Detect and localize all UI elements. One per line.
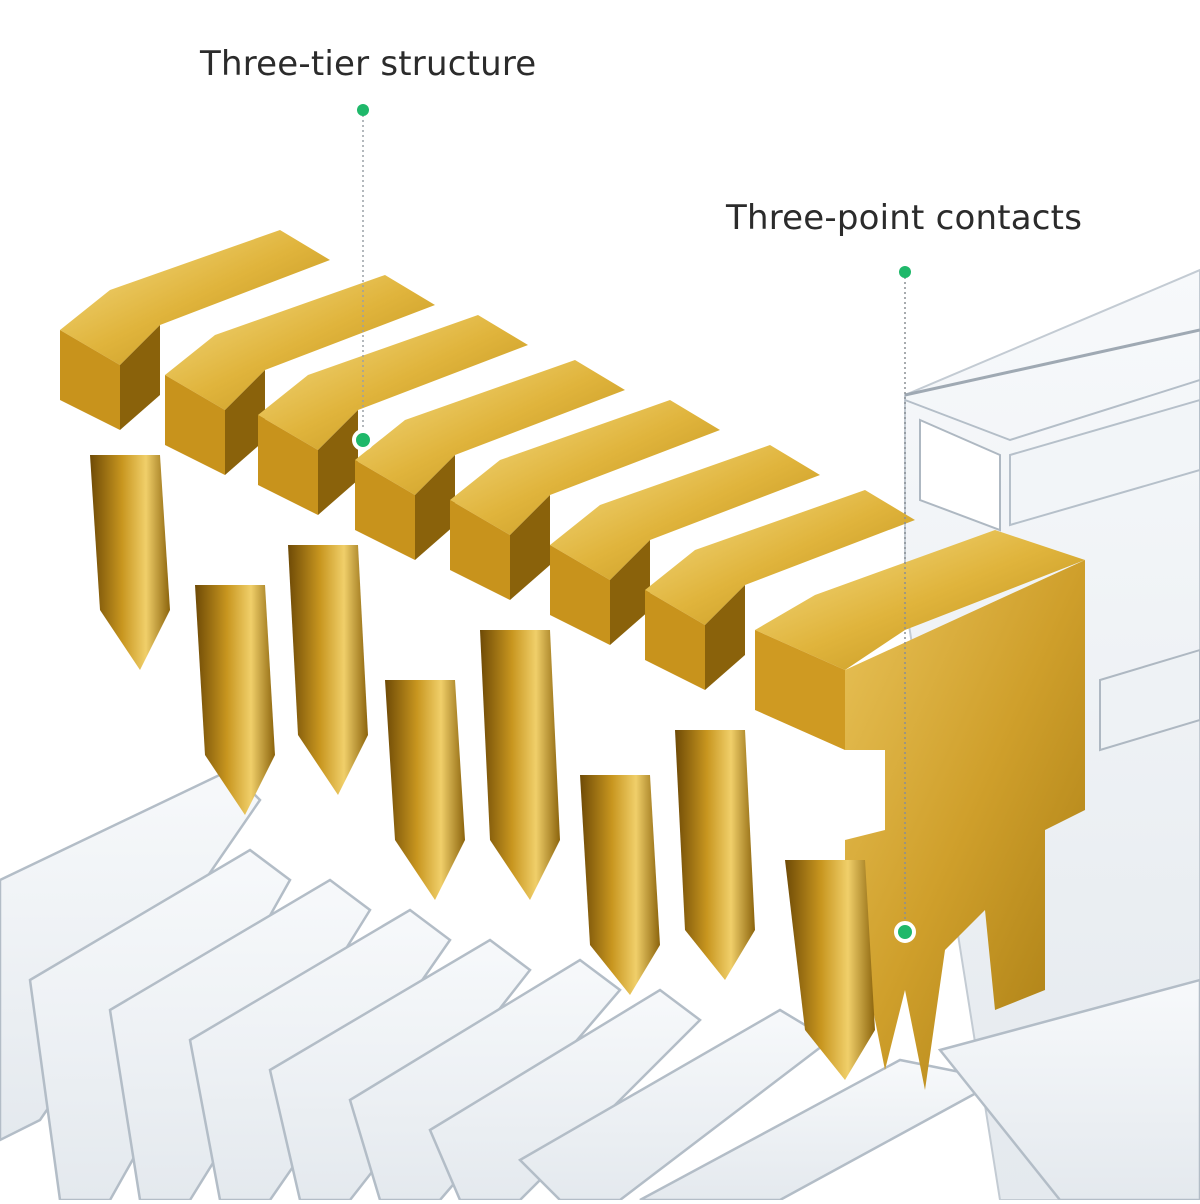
pin-6 <box>550 445 820 995</box>
pin-2 <box>165 275 435 815</box>
callout-three-tier <box>352 104 374 451</box>
callout-dot-top-left <box>357 104 369 116</box>
callout-dot-target-right <box>894 921 916 943</box>
pin-5 <box>450 400 720 900</box>
pin-4 <box>355 360 625 900</box>
pin-7 <box>645 490 915 980</box>
gold-pins <box>60 230 1085 1090</box>
three-point-contacts-label: Three-point contacts <box>726 198 1083 238</box>
callout-dot-target-left <box>352 429 374 451</box>
callout-dot-top-right <box>899 266 911 278</box>
housing-bottom <box>0 768 1200 1202</box>
callout-three-point <box>894 266 916 943</box>
pin-1 <box>60 230 330 670</box>
three-tier-structure-label: Three-tier structure <box>200 44 537 84</box>
pin-3 <box>258 315 528 795</box>
